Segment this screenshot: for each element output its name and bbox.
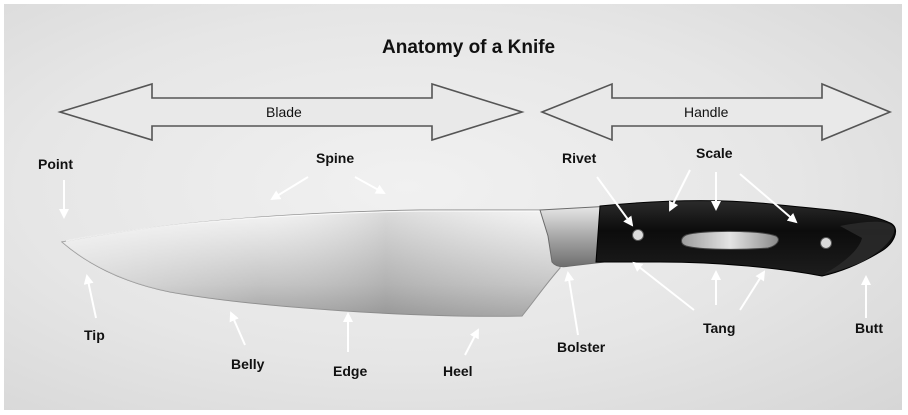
belly-pointer (231, 313, 245, 345)
tip-pointer (87, 276, 96, 318)
label-spine: Spine (316, 151, 354, 165)
knife-tang-window (682, 231, 779, 249)
label-bolster: Bolster (557, 340, 605, 354)
label-rivet: Rivet (562, 151, 596, 165)
label-tang: Tang (703, 321, 735, 335)
bolster-pointer (568, 273, 578, 335)
label-scale: Scale (696, 146, 733, 160)
blade-region-label: Blade (266, 105, 302, 119)
tang-pointer-left (634, 263, 694, 310)
label-point: Point (38, 157, 73, 171)
handle-region-label: Handle (684, 105, 728, 119)
knife-rivet (633, 230, 644, 241)
label-belly: Belly (231, 357, 264, 371)
label-edge: Edge (333, 364, 367, 378)
spine-pointer-left (272, 177, 308, 199)
tang-pointer-right (740, 272, 764, 310)
label-heel: Heel (443, 364, 473, 378)
spine-pointer-right (355, 177, 384, 193)
knife (62, 201, 896, 317)
diagram-title: Anatomy of a Knife (382, 38, 555, 57)
label-tip: Tip (84, 328, 105, 342)
heel-pointer (465, 330, 478, 355)
label-butt: Butt (855, 321, 883, 335)
knife-rivet (821, 238, 832, 249)
